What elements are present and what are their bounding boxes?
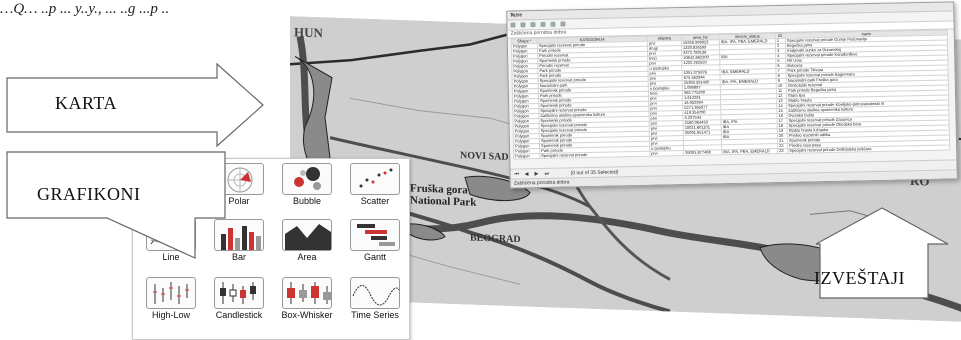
table-cell: 35091.877488 [683, 149, 722, 156]
chart-type-gantt[interactable]: Gantt [347, 219, 403, 265]
right-arrow-icon [6, 62, 264, 148]
protected-area-fruska-gora [464, 175, 531, 202]
karta-label: KARTA [55, 93, 117, 113]
map-label-hun: HUN [294, 24, 323, 41]
scatter-chart-icon [350, 163, 400, 195]
top-caption: …Q… ..p ... y..y., ... ..g ...p .. [0, 1, 170, 17]
up-arrow-icon [815, 207, 949, 299]
map-label-park: Fruška gora National Park [410, 182, 477, 209]
chart-type-label: Bubble [292, 196, 322, 206]
last-record-icon[interactable]: ⏭ [544, 170, 550, 177]
table-cell: 23 [777, 148, 788, 154]
chart-type-label: Time Series [351, 310, 399, 320]
chart-type-label: Scatter [360, 196, 390, 206]
chart-type-label: Line [162, 252, 180, 262]
next-record-icon[interactable]: ▶ [534, 171, 539, 178]
box-whisker-chart-icon [282, 277, 332, 309]
chart-type-candlestick[interactable]: Candlestick [211, 277, 267, 323]
bubble-chart-icon [282, 163, 332, 195]
izvestaji-arrow: IZVEŠTAJI [806, 206, 958, 300]
chart-type-label: Polar [228, 196, 250, 206]
zoom-to-selected-icon[interactable] [550, 21, 556, 27]
map-label-novi-sad: NOVI SAD [460, 150, 509, 163]
chart-type-label: Candlestick [215, 310, 263, 320]
grafikoni-label: GRAFIKONI [37, 184, 141, 204]
table-cell: Polygon [513, 153, 540, 160]
gantt-chart-icon [350, 219, 400, 251]
chart-type-high-low[interactable]: High-Low [143, 277, 199, 323]
river-tributary [329, 136, 591, 209]
selection-status: (0 out of 35 Selected) [570, 169, 619, 177]
chart-type-label: Bar [231, 252, 246, 262]
area-chart-icon [282, 219, 332, 251]
chart-type-label: High-Low [151, 310, 191, 320]
chart-type-time-series[interactable]: Time Series [347, 277, 403, 323]
chart-type-bar[interactable]: Bar [211, 219, 267, 265]
first-record-icon[interactable]: ⏮ [514, 171, 520, 178]
izvestaji-label: IZVEŠTAJI [814, 268, 906, 288]
chart-type-scatter[interactable]: Scatter [347, 163, 403, 209]
bar-chart-icon [214, 219, 264, 251]
chart-type-label: Box-Whisker [281, 310, 333, 320]
down-arrow-icon [6, 151, 226, 259]
chart-type-label: Gantt [363, 252, 386, 262]
clear-selection-icon[interactable] [540, 21, 546, 27]
delete-selected-icon[interactable] [560, 21, 566, 27]
map-label-beograd: BEOGRAD [470, 232, 521, 246]
select-by-attributes-icon[interactable] [520, 22, 526, 28]
candlestick-chart-icon [214, 277, 264, 309]
table-cell: IBA, IPA, PBA, EMERALD [721, 148, 778, 155]
chart-type-area[interactable]: Area [279, 219, 335, 265]
chart-type-bubble[interactable]: Bubble [279, 163, 335, 209]
high-low-chart-icon [146, 277, 196, 309]
chart-type-box-whisker[interactable]: Box-Whisker [279, 277, 335, 323]
protected-area-obedska-bara [399, 223, 446, 241]
grafikoni-arrow: GRAFIKONI [5, 150, 227, 260]
table-cell: prvi [649, 150, 684, 157]
karta-arrow: KARTA [5, 62, 267, 148]
table-options-icon[interactable] [510, 22, 516, 28]
attribute-table-window[interactable]: Table ✕ Zaštićena prirodna dobra Shape *… [506, 1, 958, 189]
prev-record-icon[interactable]: ◀ [524, 171, 529, 178]
switch-selection-icon[interactable] [530, 22, 536, 28]
table-tab-label: Zaštićena prirodna dobra [513, 179, 570, 187]
time-series-chart-icon [350, 277, 400, 309]
chart-type-label: Area [297, 252, 317, 262]
